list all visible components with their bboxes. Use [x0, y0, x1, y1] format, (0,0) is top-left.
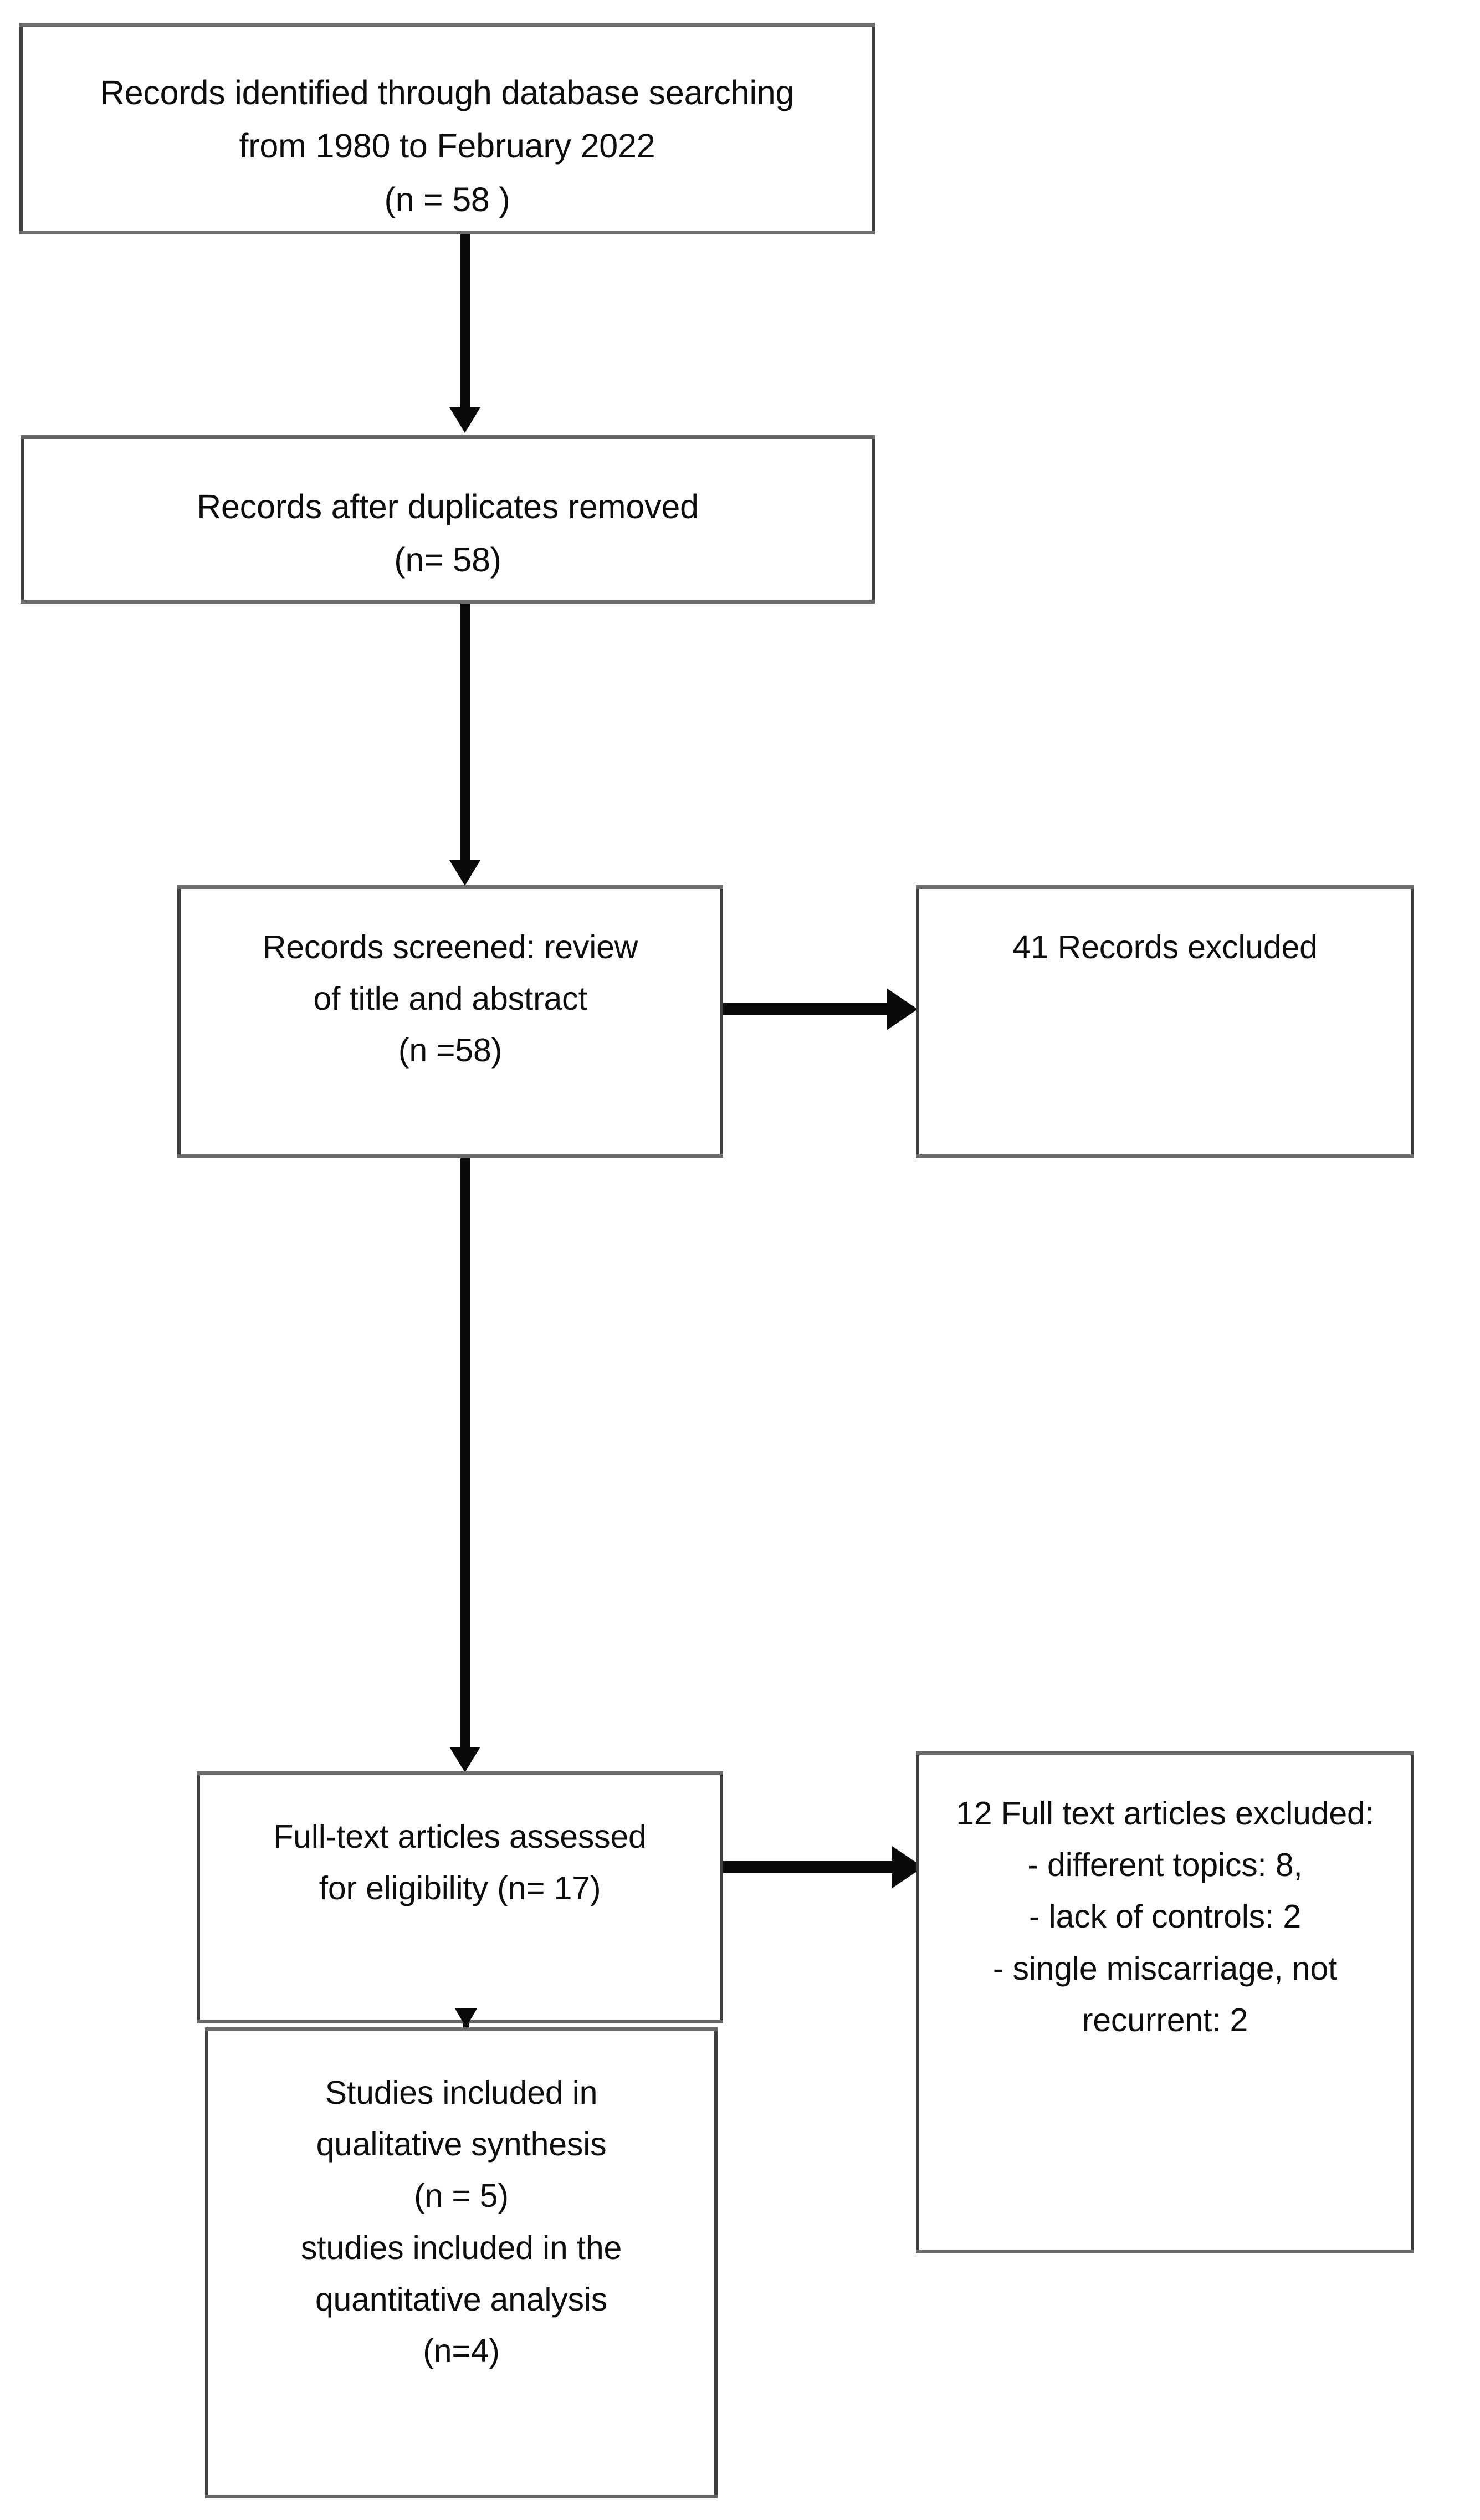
box-fulltext-excluded-line-5: recurrent: 2: [1082, 2001, 1248, 2038]
connector-screened-to-records-excluded: [723, 1003, 889, 1015]
box-fulltext-assessed-line-1: Full-text articles assessed: [273, 1818, 647, 1855]
box-studies-included-line-6: (n=4): [423, 2333, 500, 2370]
box-studies-included: Studies included in qualitative synthesi…: [205, 2027, 718, 2498]
connector-duplicates-to-screened: [460, 604, 470, 863]
box-studies-included-line-5: quantitative analysis: [315, 2281, 608, 2318]
box-records-identified-line-1: Records identified through database sear…: [100, 74, 795, 111]
connector-screened-to-fulltext: [460, 1158, 470, 1750]
arrow-fulltext-to-studies-included-icon: [455, 2008, 477, 2027]
box-fulltext-excluded-line-2: - different topics: 8,: [1027, 1847, 1303, 1884]
box-studies-included-line-3: (n = 5): [414, 2177, 509, 2215]
box-records-identified-line-3: (n = 58 ): [384, 180, 510, 218]
box-records-screened-line-2: of title and abstract: [313, 980, 587, 1018]
box-studies-included-line-2: qualitative synthesis: [316, 2126, 607, 2163]
connector-fulltext-to-fulltext-excluded: [723, 1861, 895, 1873]
box-studies-included-line-4: studies included in the: [300, 2229, 622, 2266]
arrow-screened-to-records-excluded-icon: [887, 988, 918, 1030]
box-records-after-duplicates: Records after duplicates removed (n= 58): [21, 435, 875, 604]
box-fulltext-excluded-line-4: - single miscarriage, not: [992, 1950, 1338, 1987]
box-records-identified: Records identified through database sear…: [19, 23, 875, 234]
box-records-identified-line-2: from 1980 to February 2022: [239, 127, 655, 165]
box-records-screened: Records screened: review of title and ab…: [177, 885, 723, 1158]
box-fulltext-assessed: Full-text articles assessed for eligibil…: [197, 1771, 723, 2023]
box-records-after-duplicates-line-2: (n= 58): [394, 541, 501, 579]
box-fulltext-excluded: 12 Full text articles excluded: - differ…: [916, 1751, 1414, 2253]
box-records-screened-line-3: (n =58): [398, 1032, 503, 1069]
box-records-after-duplicates-line-1: Records after duplicates removed: [197, 488, 699, 525]
arrow-identified-to-duplicates-icon: [449, 407, 480, 433]
arrow-duplicates-to-screened-icon: [449, 860, 480, 886]
box-studies-included-line-1: Studies included in: [325, 2074, 598, 2111]
box-fulltext-excluded-line-3: - lack of controls: 2: [1029, 1898, 1301, 1935]
box-fulltext-assessed-line-2: for eligibility (n= 17): [319, 1870, 601, 1907]
box-records-excluded-line-1: 41 Records excluded: [1012, 929, 1318, 965]
box-records-excluded: 41 Records excluded: [916, 885, 1414, 1158]
box-fulltext-excluded-line-1: 12 Full text articles excluded:: [956, 1795, 1374, 1832]
arrow-screened-to-fulltext-icon: [449, 1747, 480, 1772]
connector-identified-to-duplicates: [460, 234, 470, 409]
box-records-screened-line-1: Records screened: review: [262, 929, 638, 965]
